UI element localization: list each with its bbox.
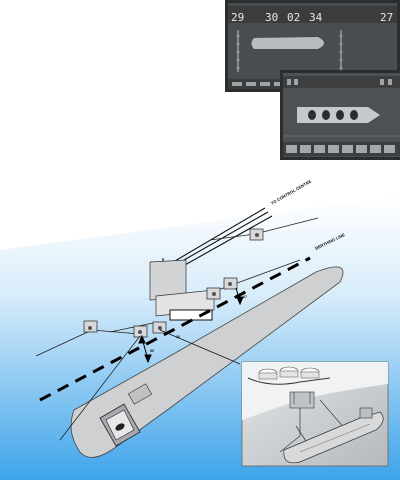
dim-label-b: 30 [176,335,180,339]
dim-label-a: 30 [150,349,154,353]
dim-label-c: 27 [243,295,247,299]
sensor-beam [59,329,241,441]
readout-mid-1: 30 [265,11,278,24]
monitor-display-lower [280,70,400,160]
mooring-dolphin [223,277,238,290]
mooring-dolphin [152,321,167,334]
distance-arrow [138,334,152,364]
readout-mid-2: 02 [287,11,300,24]
distance-arrow [235,287,244,306]
inset-tanker [283,411,384,464]
oval-marker [322,110,330,120]
storage-tank [258,368,278,380]
storage-tank [279,366,299,378]
mooring-dolphin [206,287,221,300]
readout-mid-3: 34 [309,11,323,24]
readout-left: 29 [231,11,244,24]
berthing-line [39,256,311,402]
readout-right: 27 [380,11,393,24]
mooring-dolphin [249,228,264,241]
oval-marker [350,110,358,120]
ship-silhouette-upper [251,37,324,49]
mooring-dolphin [133,325,148,338]
inset-illustration [241,361,389,467]
oval-marker [336,110,344,120]
label-control-centre: TO CONTROL CENTRE [270,178,312,205]
storage-tank [300,367,320,379]
mooring-dolphin [83,320,98,333]
tanker-ship [70,266,344,458]
oval-marker [308,110,316,120]
